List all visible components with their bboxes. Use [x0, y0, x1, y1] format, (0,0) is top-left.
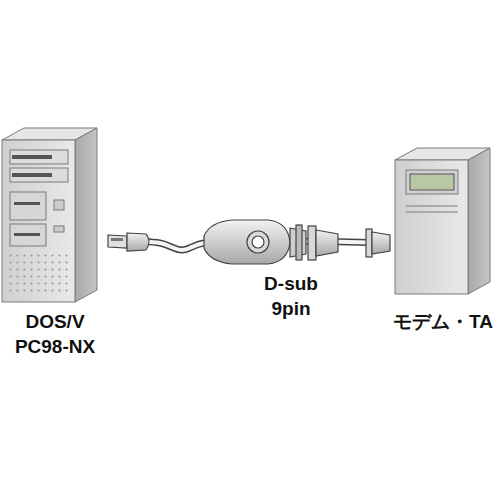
- serial-adapter: [204, 220, 306, 264]
- node-label: DOS/V PC98-NX: [0, 310, 110, 359]
- modem-unit: [395, 148, 490, 294]
- modem-node: モデム・TA: [388, 146, 498, 366]
- dsub-connector: [308, 226, 390, 260]
- usb-plug: [108, 233, 149, 251]
- node-label: モデム・TA: [388, 310, 498, 335]
- computer-node: DOS/V PC98-NX: [0, 126, 110, 366]
- pc-tower: [2, 128, 97, 302]
- connector-label: D-sub 9pin: [250, 272, 332, 321]
